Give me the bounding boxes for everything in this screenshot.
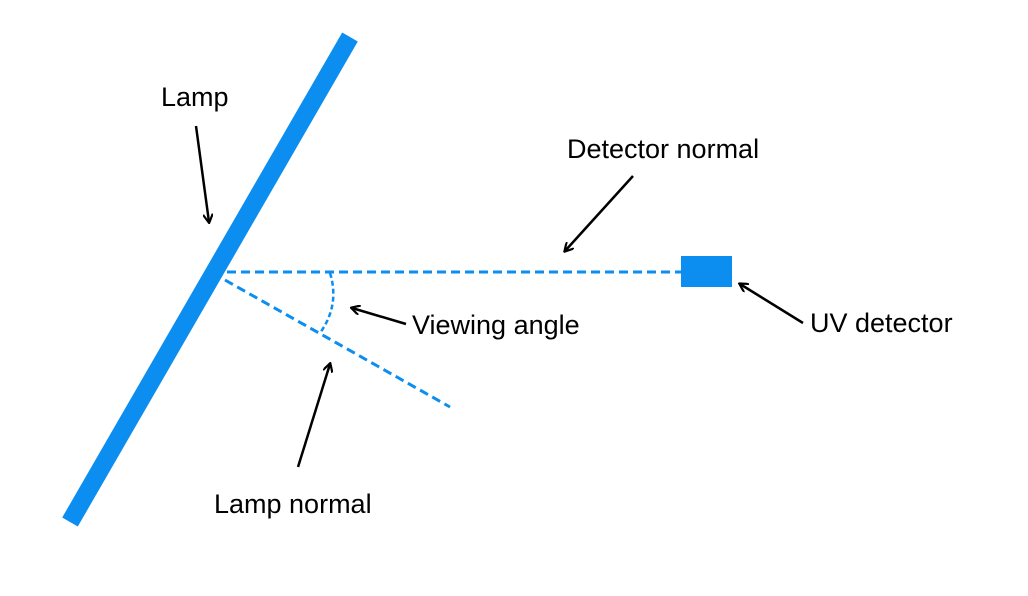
lamp-arrow [194,125,209,222]
lamp-normal-label: Lamp normal [214,489,372,519]
uv-detector-arrow [740,284,804,325]
lamp-normal-arrow [296,364,330,468]
viewing-angle-arc [318,272,335,334]
lamp-label: Lamp [161,82,229,112]
lamp-bar [62,32,358,527]
lamp-normal-line [224,278,451,409]
uv-detector-label: UV detector [810,308,953,338]
viewing-angle-label: Viewing angle [412,310,580,340]
detector-normal-label: Detector normal [567,134,760,164]
uv-detector-box [681,256,732,287]
viewing-angle-arrow [352,308,407,326]
detector-normal-arrow [565,175,634,251]
